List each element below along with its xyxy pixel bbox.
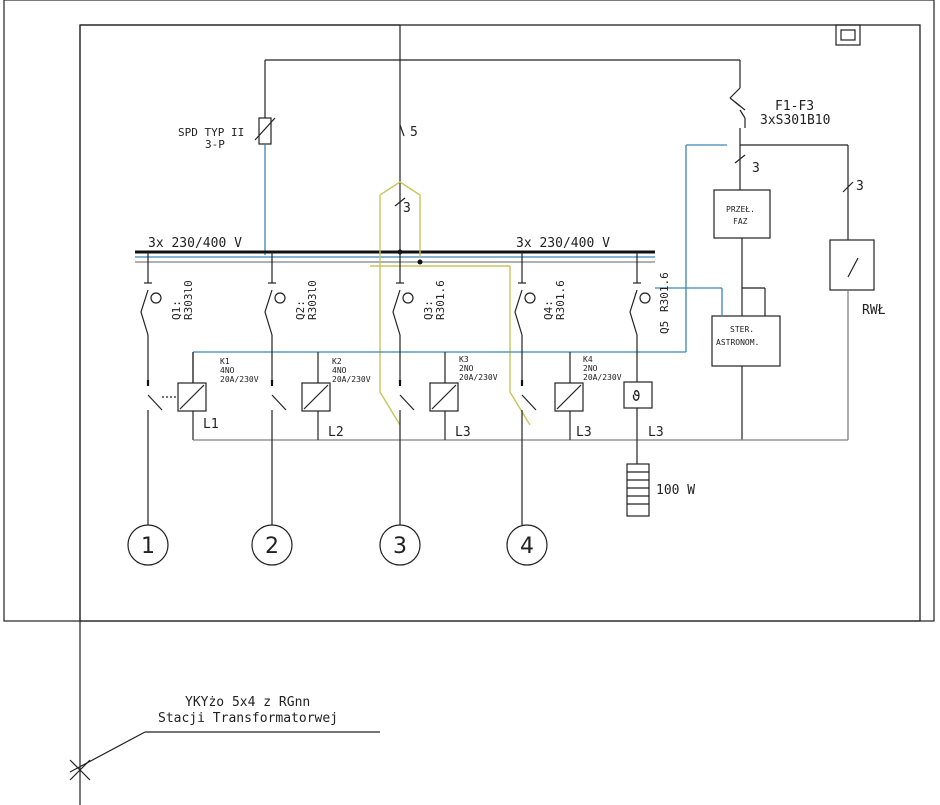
- cable-label-line1: YKYżo 5x4 z RGnn: [185, 695, 310, 710]
- circuit-1-label: 1: [141, 534, 155, 559]
- contactor-k2-name: K2: [332, 357, 342, 366]
- spd-device: [254, 117, 276, 255]
- phase-switch-line1: PRZEŁ.: [726, 205, 755, 214]
- breaker-q4-name: Q4:: [542, 300, 555, 320]
- astro-line2: ASTRONOM.: [716, 338, 759, 347]
- circuit-4-label: 4: [520, 534, 534, 559]
- contactor-k4-phase: L3: [576, 425, 592, 440]
- breaker-q1-name: Q1:: [170, 300, 183, 320]
- contactor-k3-spec1: 2NO: [459, 364, 474, 373]
- fuse-name: F1-F3: [775, 99, 814, 114]
- breaker-q4: Q4: R301.6: [514, 252, 567, 380]
- breaker-q3: Q3: R301.6: [392, 252, 447, 380]
- contactor-k1-spec2: 20A/230V: [220, 375, 259, 384]
- rwl-label: RWŁ: [862, 303, 886, 318]
- thermostat-symbol: ϑ: [632, 389, 640, 405]
- breaker-q5-type: R301.6: [658, 272, 671, 312]
- contactor-k4-spec1: 2NO: [583, 364, 598, 373]
- contactor-k3-name: K3: [459, 355, 469, 364]
- spd-label-line2: 3-P: [205, 138, 225, 151]
- heater-power: 100 W: [656, 483, 695, 498]
- contactor-k2-spec1: 4NO: [332, 366, 347, 375]
- contactor-k1-spec1: 4NO: [220, 366, 235, 375]
- breaker-q1-type: R303l0: [182, 280, 195, 320]
- breaker-q2-type: R303l0: [306, 280, 319, 320]
- circuit-3-label: 3: [393, 534, 407, 559]
- contactor-k4: K4 2NO 20A/230V L3: [521, 352, 622, 525]
- astro-line1: STER.: [730, 325, 754, 334]
- phase-switch-line2: FAZ: [733, 217, 748, 226]
- contactor-k3-spec2: 20A/230V: [459, 373, 498, 382]
- contactor-k4-spec2: 20A/230V: [583, 373, 622, 382]
- contact-marks: [270, 380, 524, 386]
- breaker-q5-name: Q5: [658, 321, 671, 334]
- contactor-k2-phase: L2: [328, 425, 344, 440]
- spd-label-line1: SPD TYP II: [178, 126, 244, 139]
- wire-count-circuit3: 3: [403, 201, 411, 216]
- circuit-4: 4: [506, 524, 548, 566]
- contactor-k1-phase: L1: [203, 417, 219, 432]
- circuit-3: 3: [379, 524, 421, 566]
- wire-count-rwl: 3: [856, 179, 864, 194]
- enclosure-symbol-icon: [835, 24, 861, 46]
- contactor-k2: K2 4NO 20A/230V L2: [271, 352, 371, 525]
- busbar-right-label: 3x 230/400 V: [516, 236, 610, 251]
- cable-leader: [69, 731, 146, 773]
- breaker-q2-name: Q2:: [294, 300, 307, 320]
- wire-count-phase-switch: 3: [752, 161, 760, 176]
- busbar-left-label: 3x 230/400 V: [148, 236, 242, 251]
- contactor-k1: K1 4NO 20A/230V L1: [146, 352, 259, 525]
- astro-controller-box: [711, 315, 781, 367]
- breaker-q3-type: R301.6: [434, 280, 447, 320]
- breaker-q2: Q2: R303l0: [264, 252, 319, 380]
- thermostat-box: [623, 381, 653, 409]
- heater-element: [626, 463, 650, 517]
- circuit-1: 1: [127, 524, 169, 566]
- contactor-k4-name: K4: [583, 355, 593, 364]
- breaker-q5: Q5 R301.6: [629, 252, 671, 382]
- contactor-k2-spec2: 20A/230V: [332, 375, 371, 384]
- breaker-q3-name: Q3:: [422, 300, 435, 320]
- phase-switch-box: [713, 189, 771, 239]
- circuit-2-label: 2: [265, 534, 279, 559]
- breaker-q4-type: R301.6: [554, 280, 567, 320]
- contactor-k3-phase: L3: [455, 425, 471, 440]
- cable-label-line2: Stacji Transformatorwej: [158, 711, 338, 726]
- fuse-type: 3xS301B10: [760, 113, 830, 128]
- rwl-switch: [829, 239, 875, 291]
- circuit-2: 2: [251, 524, 293, 566]
- feed-wire-count: 5: [410, 125, 418, 140]
- heater-phase: L3: [648, 425, 664, 440]
- contactor-k3: K3 2NO 20A/230V L3: [399, 352, 498, 525]
- contactor-k1-name: K1: [220, 357, 230, 366]
- breaker-q1: Q1: R303l0: [140, 252, 195, 380]
- fuse-f1-f3: [729, 60, 746, 190]
